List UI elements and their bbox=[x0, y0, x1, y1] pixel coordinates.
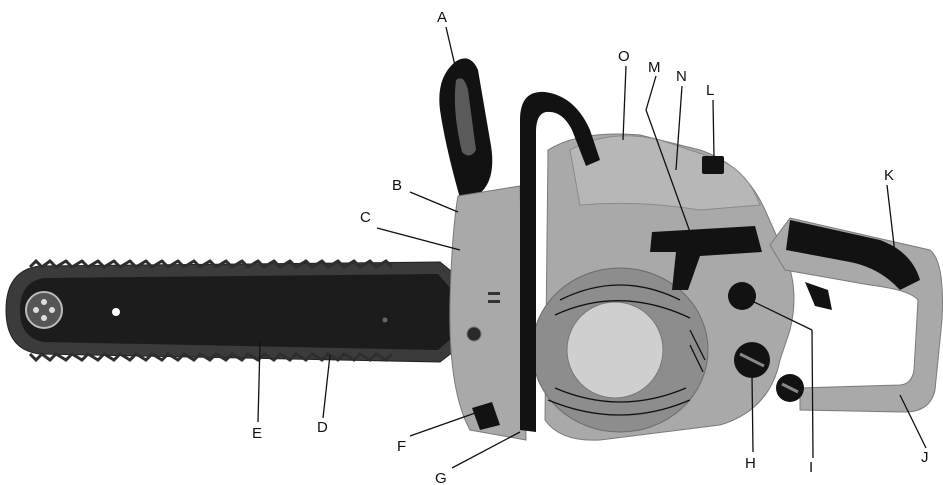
leader-b bbox=[409, 191, 459, 213]
label-e: E bbox=[252, 425, 262, 442]
vent-slot bbox=[689, 329, 706, 373]
label-f: F bbox=[397, 438, 406, 455]
primer-knob bbox=[728, 282, 756, 310]
leader-o bbox=[622, 65, 627, 141]
chain-tensioner-slot bbox=[488, 300, 500, 303]
throttle-trigger bbox=[805, 282, 832, 310]
leader-k bbox=[886, 184, 897, 263]
starter-hub bbox=[566, 301, 664, 399]
vent-slot bbox=[547, 399, 691, 416]
chain-catcher bbox=[472, 402, 500, 430]
front-handle bbox=[520, 91, 600, 432]
leader-i-vertical bbox=[811, 329, 814, 459]
callout-labels: A B C D E F G H I J K L M N O bbox=[252, 9, 929, 485]
label-c: C bbox=[360, 209, 371, 226]
starter-housing bbox=[531, 267, 709, 433]
vent-slot bbox=[554, 387, 687, 403]
top-cover bbox=[569, 135, 761, 211]
leader-l bbox=[712, 99, 715, 159]
leader-i bbox=[749, 299, 813, 331]
label-m: M bbox=[648, 59, 661, 76]
leader-lines bbox=[257, 26, 927, 469]
rear-handle-grip bbox=[786, 220, 920, 290]
sprocket-rivet bbox=[33, 307, 39, 313]
sprocket-rivet bbox=[41, 315, 47, 321]
guide-bar bbox=[20, 274, 452, 350]
bar-rivet bbox=[382, 317, 388, 323]
leader-a bbox=[445, 26, 457, 71]
fuel-cap-grip bbox=[739, 352, 765, 368]
guide-bar-and-chain bbox=[5, 258, 463, 363]
bar-hole bbox=[112, 308, 120, 316]
leader-e bbox=[257, 341, 261, 423]
clutch-cover bbox=[449, 185, 527, 441]
sprocket-rivet bbox=[41, 299, 47, 305]
saw-chain-teeth-top bbox=[28, 258, 394, 269]
label-b: B bbox=[392, 177, 402, 194]
label-d: D bbox=[317, 419, 328, 436]
leader-m-top bbox=[645, 75, 657, 111]
leader-h bbox=[751, 374, 754, 453]
vent-slot bbox=[559, 284, 681, 301]
starter-grip bbox=[650, 226, 762, 290]
oil-cap-grip bbox=[781, 382, 799, 394]
leader-d bbox=[322, 354, 331, 419]
bar-nut bbox=[466, 326, 482, 342]
label-h: H bbox=[745, 455, 756, 472]
sprocket-rivet bbox=[49, 307, 55, 313]
label-l: L bbox=[706, 82, 714, 99]
leader-m bbox=[645, 109, 691, 233]
label-a: A bbox=[437, 9, 447, 26]
leader-c bbox=[376, 227, 461, 251]
leader-n bbox=[675, 85, 683, 171]
label-n: N bbox=[676, 68, 687, 85]
label-i: I bbox=[809, 459, 813, 476]
ignition-switch bbox=[702, 156, 724, 174]
vent-slot bbox=[554, 300, 691, 319]
saw-chain-teeth-bottom bbox=[28, 352, 394, 363]
leader-g bbox=[451, 431, 521, 469]
hand-guard-window bbox=[454, 78, 476, 156]
chain-tensioner-slot bbox=[488, 292, 500, 295]
label-k: K bbox=[884, 167, 894, 184]
leader-f bbox=[409, 411, 479, 437]
leader-j bbox=[899, 394, 927, 449]
label-o: O bbox=[618, 48, 630, 65]
label-j: J bbox=[921, 449, 929, 466]
bar-sprocket-nose bbox=[25, 291, 63, 329]
label-g: G bbox=[435, 470, 447, 485]
